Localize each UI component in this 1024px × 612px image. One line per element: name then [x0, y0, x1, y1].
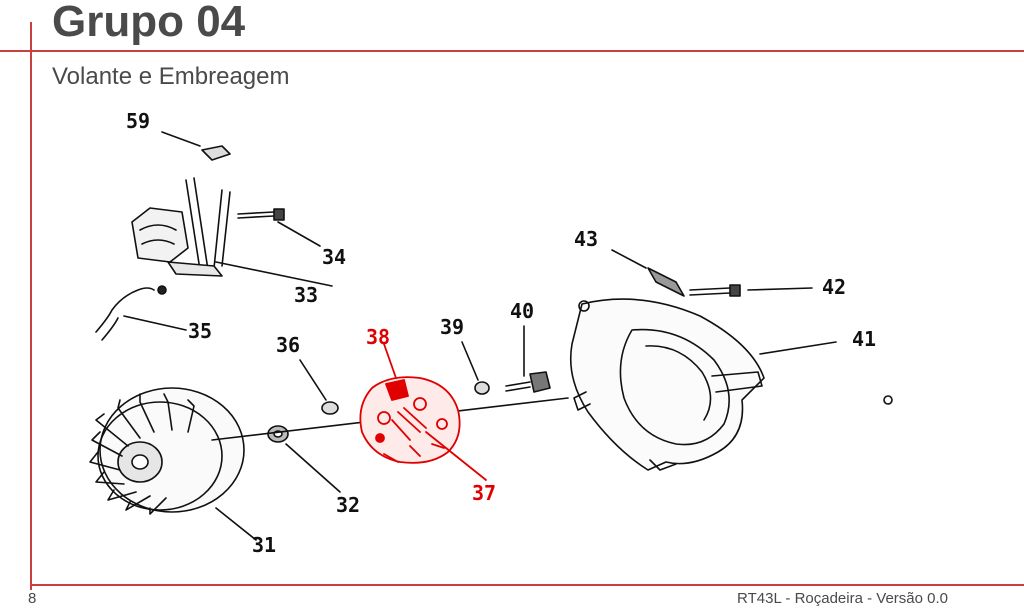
part-33-ignition-coil	[131, 177, 333, 287]
label-37: 37	[472, 481, 496, 505]
label-35: 35	[188, 319, 212, 343]
label-41: 41	[852, 327, 876, 351]
part-42-screw	[689, 284, 813, 297]
label-40: 40	[510, 299, 534, 323]
label-39: 39	[440, 315, 464, 339]
part-41-fan-housing	[569, 298, 893, 471]
label-32: 32	[336, 493, 360, 517]
part-39-washer	[461, 341, 490, 395]
page-number: 8	[28, 590, 37, 607]
header-rule	[0, 50, 1024, 52]
part-38-clutch-assembly	[359, 343, 487, 481]
label-43: 43	[574, 227, 598, 251]
part-32-nut	[267, 425, 341, 493]
part-36-washer	[299, 359, 339, 415]
label-38: 38	[366, 325, 390, 349]
margin-rule	[30, 22, 32, 590]
page-title: Grupo 04	[52, 0, 246, 46]
part-43-bushing	[611, 249, 685, 297]
part-35-wire	[95, 285, 187, 341]
label-59: 59	[126, 109, 150, 133]
document-footer: RT43L - Roçadeira - Versão 0.0	[737, 590, 948, 607]
part-34-screw	[237, 208, 321, 247]
label-34: 34	[322, 245, 346, 269]
label-31: 31	[252, 533, 276, 557]
page-subtitle: Volante e Embreagem	[52, 63, 290, 90]
part-31-flywheel	[89, 387, 569, 541]
label-33: 33	[294, 283, 318, 307]
part-40-bolt	[505, 325, 551, 393]
label-36: 36	[276, 333, 300, 357]
label-42: 42	[822, 275, 846, 299]
footer-rule	[30, 584, 1024, 586]
part-59-nut	[161, 131, 231, 161]
